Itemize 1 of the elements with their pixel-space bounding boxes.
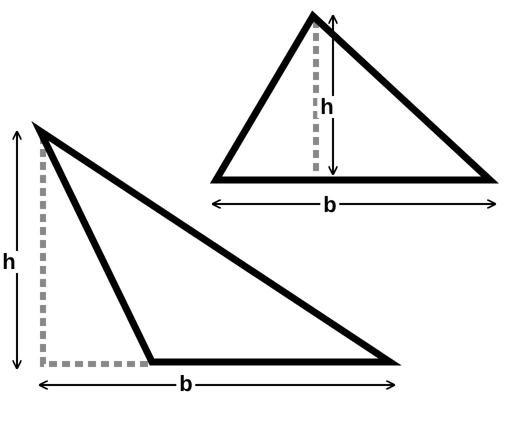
dimension-label: h [317,96,337,118]
